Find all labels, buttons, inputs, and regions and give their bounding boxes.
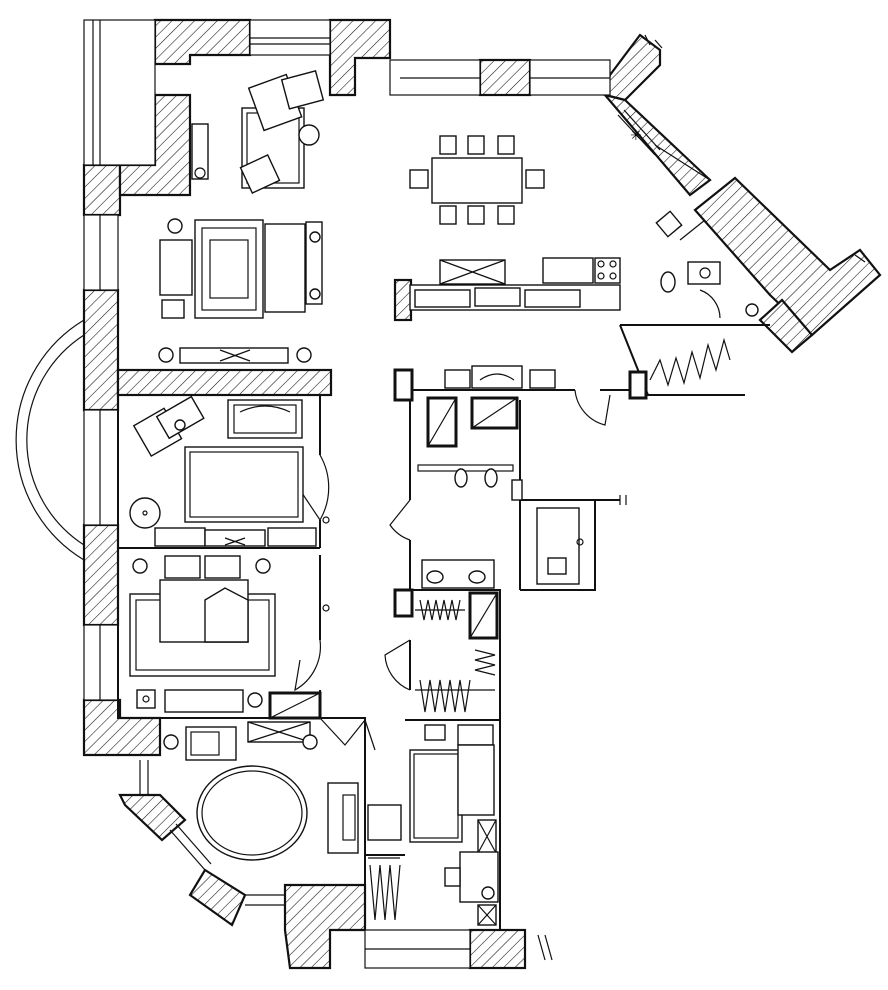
bathroom-2 xyxy=(417,464,523,589)
living-room xyxy=(158,69,325,364)
balcony-arc xyxy=(15,319,85,561)
wall-ticks xyxy=(537,34,866,961)
structural-columns xyxy=(268,368,648,720)
bedroom-2 xyxy=(129,555,330,713)
shower-room xyxy=(536,507,584,585)
exterior-walls xyxy=(82,18,882,970)
dining-area xyxy=(409,135,545,225)
bathroom-1 xyxy=(649,210,759,388)
dressing-room xyxy=(368,857,401,921)
master-bedroom xyxy=(163,721,359,861)
entry-hall xyxy=(444,365,556,389)
doors xyxy=(294,219,721,751)
windows xyxy=(83,19,711,969)
study xyxy=(367,724,499,926)
walk-in-closet xyxy=(415,599,496,713)
kitchen: ✳ xyxy=(409,109,661,311)
bedroom-1 xyxy=(129,395,330,547)
svg-text:✳: ✳ xyxy=(630,128,642,144)
